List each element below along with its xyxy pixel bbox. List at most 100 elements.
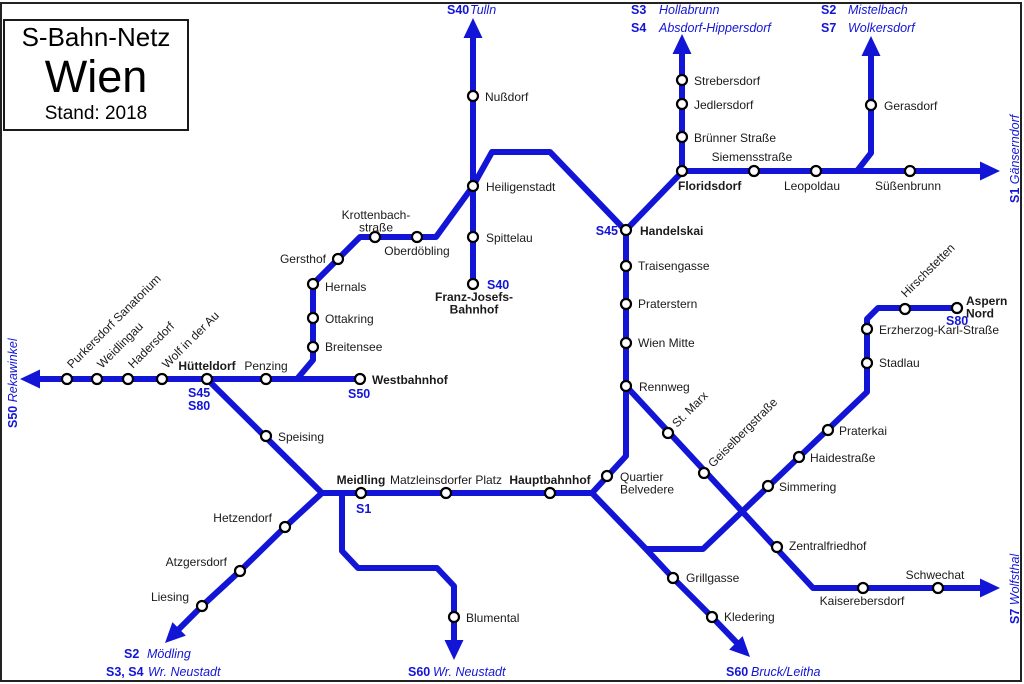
station-simmering [761,479,775,493]
station-zentralfriedhof [770,540,784,554]
route-line-s80-ost [646,305,957,552]
city-title: Wien [44,50,148,102]
station-label-wien-mitte: Wien Mitte [638,336,695,350]
route-label-s50-rekawinkel: S50 Rekawinkel [6,337,20,428]
route-label-s7-wolfsthal: S7 Wolfsthal [1008,553,1022,624]
station-hadersdorf [121,372,135,386]
station-hauptbahnhof [543,486,557,500]
route-line-stammstrecke-mitte [589,230,629,496]
station-label-atzgersdorf: Atzgersdorf [166,555,228,569]
route-label-s60-bruck-code: S60 [726,665,748,679]
station-hutteldorf [200,372,214,386]
station-label-penzing: Penzing [244,359,287,373]
station-handelskai [619,223,633,237]
station-wien-mitte [619,336,633,350]
station-label-st-marx: St. Marx [669,389,710,430]
arrow-s60-wr-neustadt [444,640,464,660]
station-label-spittelau: Spittelau [486,231,533,245]
station-label-erzherzog-karl-strasse: Erzherzog-Karl-Straße [879,323,999,337]
station-matzleinsdorfer-platz [439,486,453,500]
route-label-s80-huetteldorf: S80 [188,399,210,413]
arrow-s2-s7-nord [861,36,881,56]
station-label-rennweg: Rennweg [639,380,690,394]
station-label-hirschstetten: Hirschstetten [898,241,957,300]
station-label-blumental: Blumental [466,611,519,625]
station-gerasdorf [864,98,878,112]
station-penzing [259,372,273,386]
station-praterstern [619,297,633,311]
arrow-s3-s4-nord [672,34,692,54]
station-kaiserebersdorf [856,581,870,595]
station-label-schwechat: Schwechat [906,568,965,582]
route-label-s4-code: S4 [631,21,646,35]
station-jedlersdorf [675,97,689,111]
station-label-praterstern: Praterstern [638,297,697,311]
station-label-zentralfriedhof: Zentralfriedhof [789,539,867,553]
station-oberdobling [410,230,424,244]
route-label-s2-code: S2 [821,3,836,17]
station-label-hauptbahnhof: Hauptbahnhof [509,473,591,487]
station-label-liesing: Liesing [151,590,189,604]
station-label-speising: Speising [278,430,324,444]
station-label-handelskai: Handelskai [640,224,703,238]
route-label-s60-bruck-dest: Bruck/Leitha [751,665,821,679]
network-title: S-Bahn-Netz [21,22,171,53]
station-hirschstetten [898,302,912,316]
station-label-geiselbergstrasse: Geiselbergstraße [705,395,780,470]
station-label-floridsdorf: Floridsdorf [678,179,742,193]
route-label-s3-dest: Hollabrunn [659,3,720,17]
arrow-s7-wolfsthal [980,578,1000,598]
station-label-strebersdorf: Strebersdorf [694,74,761,88]
arrow-s60-bruck [729,636,750,657]
arrow-s2-moedling [165,622,186,643]
station-label-sussenbrunn: Süßenbrunn [875,179,941,193]
station-label-gersthof: Gersthof [280,252,327,266]
station-label-oberdobling: Oberdöbling [384,244,449,258]
route-label-s2-moedling-code: S2 [124,647,139,661]
station-label-hetzendorf: Hetzendorf [213,511,272,525]
route-line-handelskai-floridsdorf [623,169,685,233]
station-spittelau [466,230,480,244]
station-weidlingau [90,372,104,386]
station-floridsdorf [675,164,689,178]
route-label-s4-dest: Absdorf-Hippersdorf [658,21,772,35]
station-ottakring [306,311,320,325]
route-label-s7-code: S7 [821,21,836,35]
station-label-praterkai: Praterkai [839,424,887,438]
station-st-marx [661,426,675,440]
station-label-heiligenstadt: Heiligenstadt [486,180,556,194]
station-label-ottakring: Ottakring [325,312,374,326]
route-label-s45-handelskai: S45 [596,224,618,238]
station-geiselbergstrasse [697,466,711,480]
station-praterkai [821,423,835,437]
station-atzgersdorf [233,564,247,578]
station-wolf-in-der-au [155,372,169,386]
route-label-s80-aspern: S80 [946,314,968,328]
station-label-simmering: Simmering [779,480,836,494]
station-krottenbachstrasse [368,230,382,244]
station-aspern-nord [950,301,964,315]
route-label-s40-tulln-dest: Tulln [470,3,496,17]
route-label-s3s4-code: S3, S4 [106,665,144,679]
route-line-gerasdorf-ast [854,52,874,173]
station-label-breitensee: Breitensee [325,340,383,354]
station-grillgasse [666,571,680,585]
station-label-siemensstrasse: Siemensstraße [712,150,793,164]
station-stadlau [860,356,874,370]
station-meidling [354,486,368,500]
station-label-gerasdorf: Gerasdorf [884,99,938,113]
route-label-s3-code: S3 [631,3,646,17]
station-hetzendorf [278,520,292,534]
route-label-s40-tulln-code: S40 [447,3,469,17]
station-label-franz-josefs-bahnhof: Franz-Josefs-Bahnhof [435,290,513,317]
station-brunner-strasse [675,130,689,144]
station-hernals [306,277,320,291]
route-label-s1-meidling: S1 [356,502,371,516]
station-schwechat [931,581,945,595]
station-erzherzog-karl-strasse [860,322,874,336]
station-label-leopoldau: Leopoldau [784,179,840,193]
station-breitensee [306,340,320,354]
station-label-westbahnhof: Westbahnhof [372,373,449,387]
